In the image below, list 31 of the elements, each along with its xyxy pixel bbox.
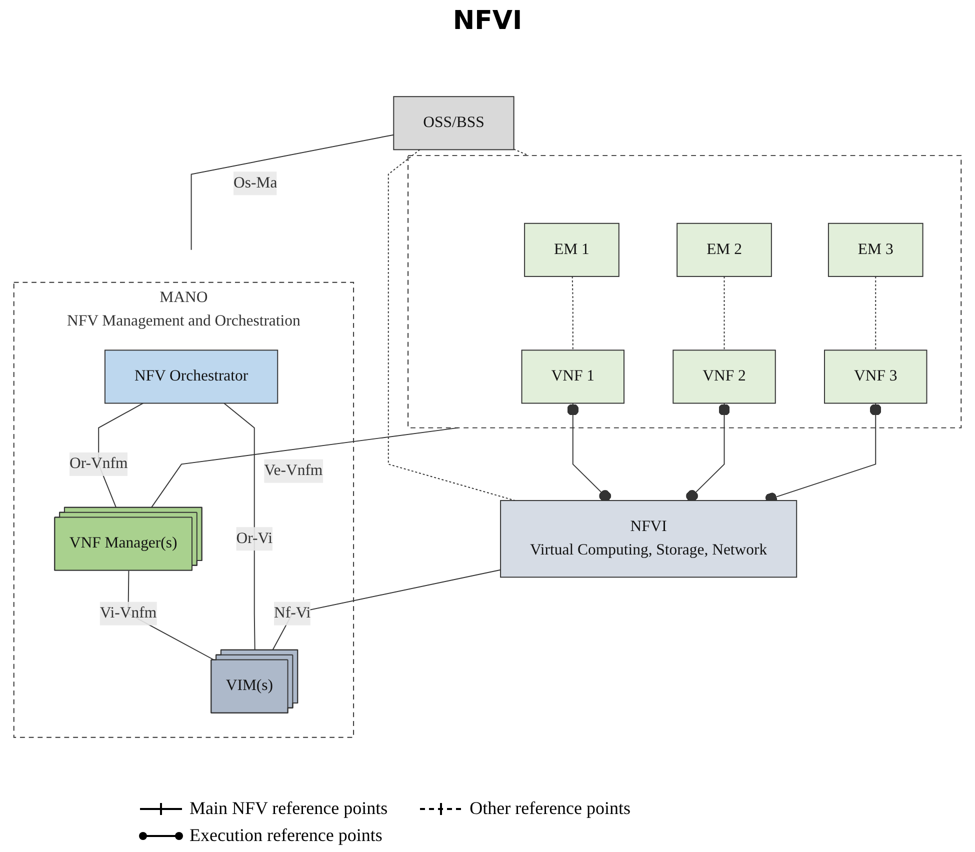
node-box: NFV Orchestrator <box>104 350 278 404</box>
connector <box>875 276 876 351</box>
edge-label: Nf-Vi <box>274 604 311 622</box>
connector <box>513 148 530 156</box>
legend-text: Main NFV reference points <box>190 798 388 819</box>
connector <box>572 276 574 351</box>
edge-label: Os-Ma <box>233 174 278 192</box>
connector <box>272 569 502 651</box>
connector <box>566 402 612 502</box>
edge-label: Or-Vnfm <box>70 455 128 472</box>
connector <box>686 402 730 502</box>
node-box: VNF 3 <box>824 350 928 404</box>
edge-label: Vi-Vnfm <box>100 604 157 622</box>
node-box: VNF 1 <box>521 350 624 404</box>
edge-label: Or-Vi <box>236 530 273 547</box>
connector <box>224 402 256 651</box>
legend-text: Execution reference points <box>190 825 382 846</box>
node-box: OSS/BSS <box>393 96 514 150</box>
legend-text: Other reference points <box>470 798 631 819</box>
cluster <box>408 155 962 428</box>
section-heading: NFVI <box>452 6 522 36</box>
edge-label: Ve-Vnfm <box>264 462 323 479</box>
connector <box>724 276 725 351</box>
node-box: EM 3 <box>828 222 924 277</box>
node-box: NFVI Virtual Computing, Storage, Network <box>500 500 798 578</box>
connector <box>150 427 459 508</box>
node-box: EM 1 <box>524 222 620 277</box>
node-box: EM 2 <box>676 222 772 277</box>
connector <box>388 149 516 502</box>
connector <box>190 134 394 250</box>
node-box: VNF 2 <box>672 350 776 404</box>
